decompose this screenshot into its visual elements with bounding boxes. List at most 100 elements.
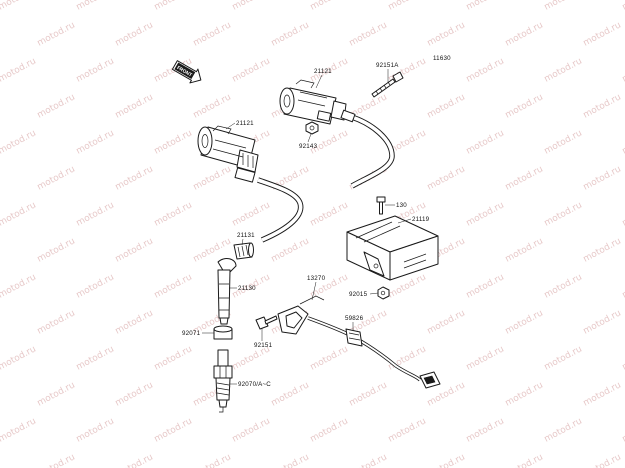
watermark-text: motod.ru (543, 0, 584, 13)
label-21130[interactable]: 21130 (229, 285, 256, 292)
watermark-text: motod.ru (621, 272, 625, 300)
ignition-coil-lower[interactable] (197, 125, 304, 243)
ignition-coil-upper[interactable] (279, 79, 395, 189)
watermark-text: motod.ru (543, 416, 584, 444)
watermark-text: motod.ru (0, 272, 38, 300)
watermark-text: motod.ru (621, 0, 625, 13)
watermark-text: motod.ru (114, 452, 155, 468)
watermark-text: motod.ru (153, 272, 194, 300)
label-92151[interactable]: 92151 (254, 328, 273, 349)
label-21121-lower-text: 21121 (236, 120, 254, 127)
label-21121-upper-text: 21121 (314, 68, 332, 75)
label-21131-text: 21131 (237, 232, 255, 239)
watermark-text: motod.ru (504, 20, 545, 48)
wire-connector[interactable] (419, 371, 441, 389)
watermark-text: motod.ru (75, 272, 116, 300)
igniter-21119[interactable] (346, 215, 439, 281)
watermark-text: motod.ru (36, 236, 77, 264)
label-92151-text: 92151 (254, 342, 273, 349)
watermark-text: motod.ru (465, 56, 506, 84)
watermark-text: motod.ru (0, 200, 38, 228)
label-21131[interactable]: 21131 (237, 232, 255, 246)
watermark-text: motod.ru (153, 0, 194, 13)
watermark-text: motod.ru (621, 128, 625, 156)
watermark-text: motod.ru (75, 0, 116, 13)
label-92070[interactable]: 92070/A~C (230, 381, 271, 388)
watermark-text: motod.ru (543, 200, 584, 228)
bolt-130[interactable] (376, 196, 386, 215)
watermark-text: motod.ru (231, 0, 272, 13)
label-13270-text: 13270 (307, 275, 326, 282)
watermark-text: motod.ru (0, 56, 38, 84)
watermark-text: motod.ru (504, 164, 545, 192)
watermark-text: motod.ru (114, 92, 155, 120)
label-59826-text: 59826 (345, 315, 364, 322)
watermark-text: motod.ru (309, 200, 350, 228)
watermark-text: motod.ru (582, 380, 623, 408)
watermark-text: motod.ru (231, 200, 272, 228)
watermark-text: motod.ru (504, 92, 545, 120)
watermark-text: motod.ru (543, 128, 584, 156)
bolt-92151a[interactable] (371, 71, 404, 98)
label-59826[interactable]: 59826 (345, 315, 364, 330)
watermark-text: motod.ru (465, 0, 506, 13)
watermark-text: motod.ru (387, 0, 428, 13)
watermark-text: motod.ru (387, 416, 428, 444)
label-21121-upper[interactable]: 21121 (314, 68, 332, 89)
watermark-text: motod.ru (426, 92, 467, 120)
label-92143-text: 92143 (299, 143, 318, 150)
label-92143[interactable]: 92143 (299, 133, 318, 150)
label-21119[interactable]: 21119 (397, 216, 430, 224)
watermark-text: motod.ru (426, 452, 467, 468)
watermark-text: motod.ru (465, 200, 506, 228)
watermark-text: motod.ru (426, 20, 467, 48)
watermark-text: motod.ru (309, 416, 350, 444)
label-92151a[interactable]: 92151A (376, 62, 399, 82)
pickup-coil-13270[interactable] (277, 295, 422, 382)
watermark-text: motod.ru (348, 380, 389, 408)
watermark-text: motod.ru (582, 92, 623, 120)
watermark-text: motod.ru (426, 308, 467, 336)
watermark-text: motod.ru (348, 20, 389, 48)
watermark-text: motod.ru (543, 56, 584, 84)
watermark-text: motod.ru (153, 200, 194, 228)
spark-plug-92070[interactable] (213, 349, 233, 413)
label-130-text: 130 (396, 202, 407, 209)
watermark-text: motod.ru (465, 344, 506, 372)
label-21119-text: 21119 (412, 216, 430, 223)
watermark-text: motod.ru (36, 308, 77, 336)
watermark-text: motod.ru (153, 416, 194, 444)
watermark-text: motod.ru (504, 308, 545, 336)
label-92015[interactable]: 92015 (349, 291, 379, 298)
watermark-text: motod.ru (270, 452, 311, 468)
watermark-text: motod.ru (114, 20, 155, 48)
label-21121-lower[interactable]: 21121 (225, 120, 254, 130)
plug-cap-21130[interactable] (217, 258, 237, 325)
watermark-text: motod.ru (582, 20, 623, 48)
watermark-text: motod.ru (153, 344, 194, 372)
watermark-text: motod.ru (582, 164, 623, 192)
plug-cap-21131[interactable] (233, 242, 254, 260)
watermark-text: motod.ru (75, 128, 116, 156)
nut-92143[interactable] (305, 121, 319, 135)
label-13270[interactable]: 13270 (307, 275, 326, 301)
watermark-text: motod.ru (36, 20, 77, 48)
diagram-id-code: 11630 (433, 55, 451, 62)
bolt-92151[interactable] (255, 315, 278, 330)
label-92071[interactable]: 92071 (182, 330, 214, 337)
watermark-text: motod.ru (348, 452, 389, 468)
clamp-59826[interactable] (345, 328, 363, 347)
watermark-text: motod.ru (0, 344, 38, 372)
nut-92015[interactable] (377, 286, 390, 300)
watermark-text: motod.ru (75, 344, 116, 372)
label-130[interactable]: 130 (385, 202, 407, 209)
watermark-text: motod.ru (621, 344, 625, 372)
washer-92071[interactable] (213, 325, 233, 340)
watermark-text: motod.ru (114, 164, 155, 192)
watermark-text: motod.ru (504, 452, 545, 468)
watermark-text: motod.ru (0, 128, 38, 156)
watermark-text: motod.ru (153, 128, 194, 156)
watermark-text: motod.ru (504, 236, 545, 264)
watermark-text: motod.ru (75, 416, 116, 444)
